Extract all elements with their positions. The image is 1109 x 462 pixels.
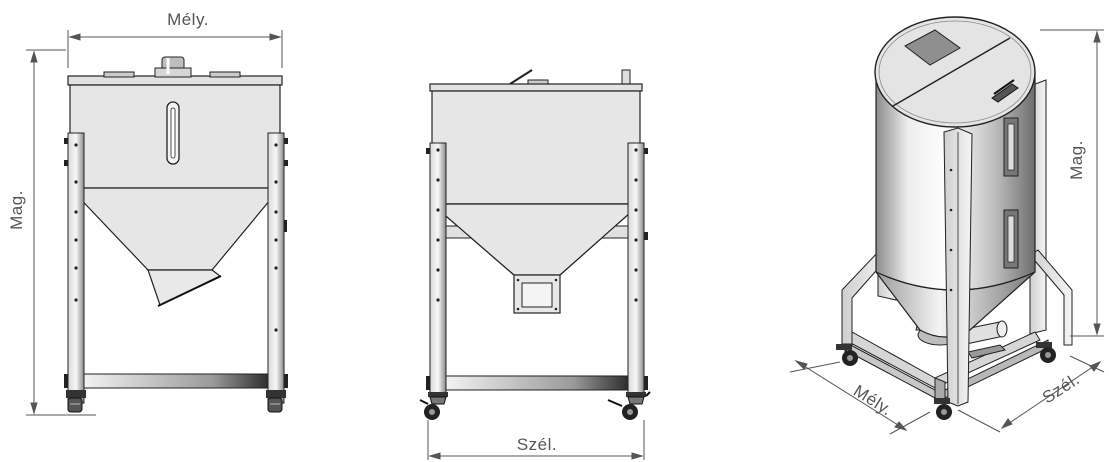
right-caster bbox=[266, 390, 286, 413]
width-dimension-line bbox=[427, 420, 645, 460]
iso-width-dimension-line bbox=[957, 355, 1105, 433]
iso-sight-windows bbox=[1003, 117, 1019, 269]
iso-depth-label: Mély. bbox=[850, 381, 896, 419]
front-left-caster bbox=[419, 392, 448, 420]
bottom-crossbar bbox=[83, 373, 269, 389]
side-view: Mély. Mag. bbox=[7, 10, 288, 416]
iso-width-label: Szél. bbox=[1039, 369, 1083, 407]
top-inlet bbox=[154, 56, 192, 78]
front-right-caster bbox=[607, 391, 651, 420]
depth-dimension-line bbox=[67, 30, 283, 68]
iso-lid bbox=[874, 16, 1036, 128]
front-view: Szél. bbox=[419, 69, 651, 460]
isometric-view: Mag. Mély. Szél. bbox=[789, 16, 1105, 435]
hopper-cone bbox=[68, 187, 282, 271]
iso-depth-dimension-line bbox=[789, 360, 931, 435]
depth-label: Mély. bbox=[167, 10, 209, 29]
height-label: Mag. bbox=[7, 190, 26, 230]
iso-lid-handle bbox=[991, 79, 1019, 103]
front-bottom-crossbar bbox=[445, 375, 629, 391]
left-caster bbox=[66, 390, 86, 413]
front-lid bbox=[429, 83, 643, 92]
front-hopper-body bbox=[431, 90, 641, 205]
width-label: Szél. bbox=[517, 435, 557, 454]
iso-height-label: Mag. bbox=[1067, 140, 1086, 180]
height-dimension-line bbox=[26, 49, 96, 416]
iso-lid-hatch bbox=[904, 29, 961, 66]
front-outlet-flange bbox=[513, 274, 561, 314]
iso-base-frame bbox=[844, 330, 1049, 403]
outlet-chute bbox=[147, 269, 222, 306]
iso-casters bbox=[836, 342, 1056, 420]
iso-height-dimension-line bbox=[1040, 29, 1104, 337]
